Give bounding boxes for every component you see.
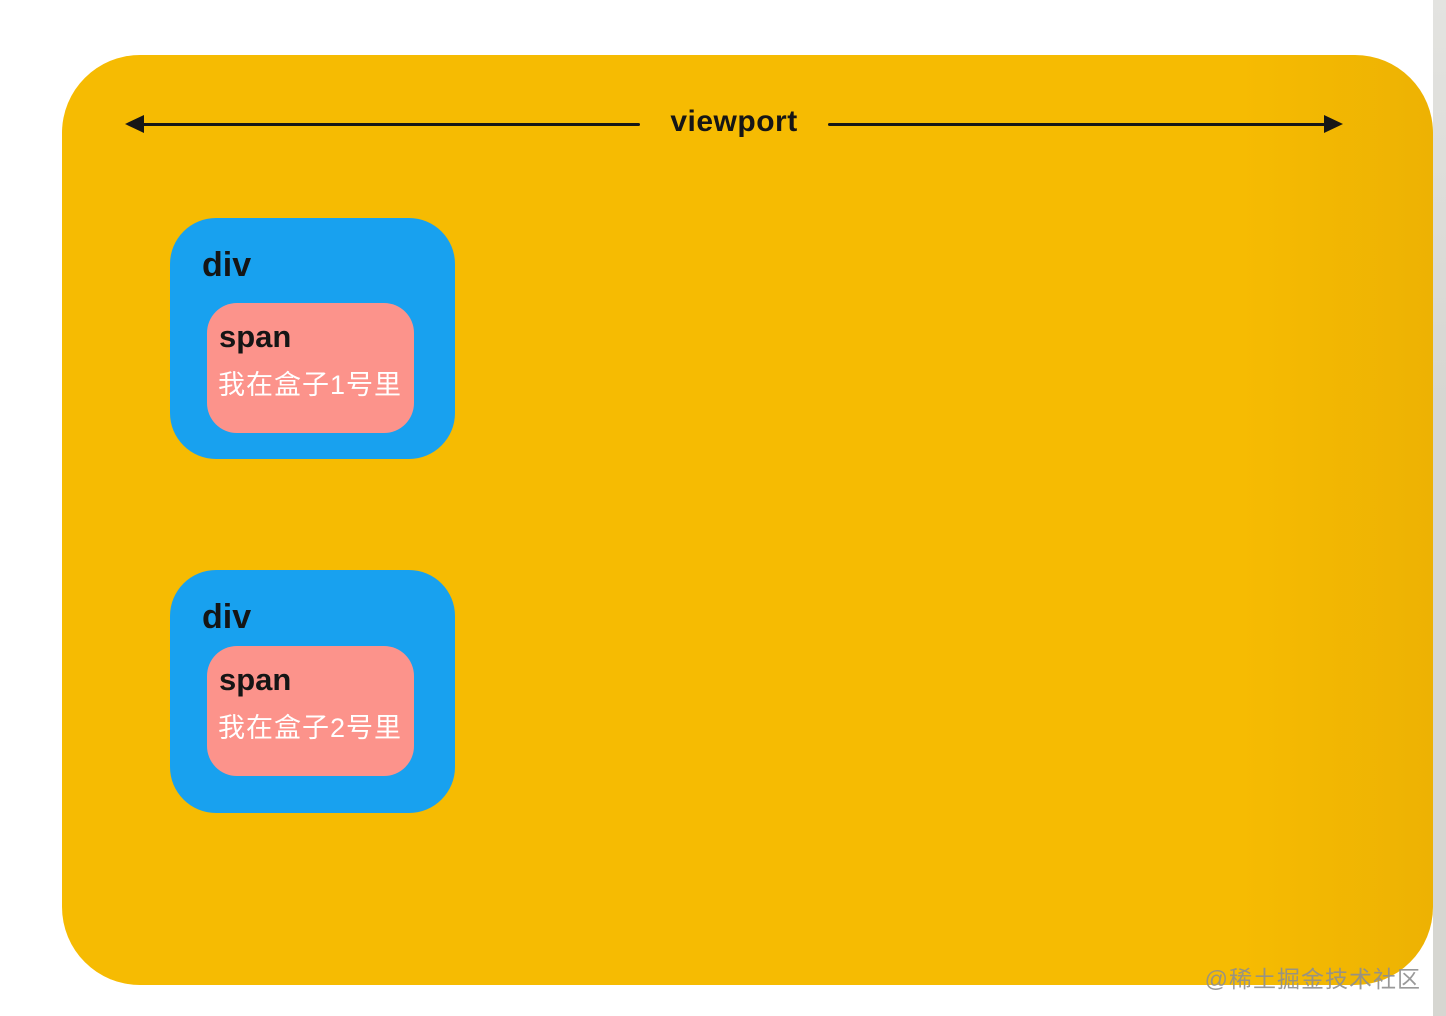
viewport-label: viewport: [670, 105, 798, 138]
span-box-2: span 我在盒子2号里: [207, 646, 414, 776]
arrow-line-left: [141, 122, 641, 126]
viewport-arrow: viewport: [125, 105, 1344, 142]
arrow-left-icon: [125, 115, 144, 133]
background-right-strip: [1433, 0, 1446, 1016]
watermark: @稀土掘金技术社区: [1204, 966, 1421, 992]
span-label-1: span: [219, 319, 292, 354]
span-box-1: span 我在盒子1号里: [207, 303, 414, 433]
div-box-1: div span 我在盒子1号里: [170, 218, 455, 459]
div-label-2: div: [202, 598, 252, 636]
arrow-right-icon: [1324, 115, 1344, 133]
arrow-line-right: [827, 122, 1328, 126]
div-label-1: div: [202, 246, 252, 284]
viewport-box: viewport div span 我在盒子1号里 div span 我在盒子2…: [62, 55, 1433, 985]
div-box-2: div span 我在盒子2号里: [170, 570, 455, 813]
span-label-2: span: [219, 662, 292, 697]
span-content-1: 我在盒子1号里: [218, 370, 403, 400]
span-content-2: 我在盒子2号里: [218, 713, 403, 743]
